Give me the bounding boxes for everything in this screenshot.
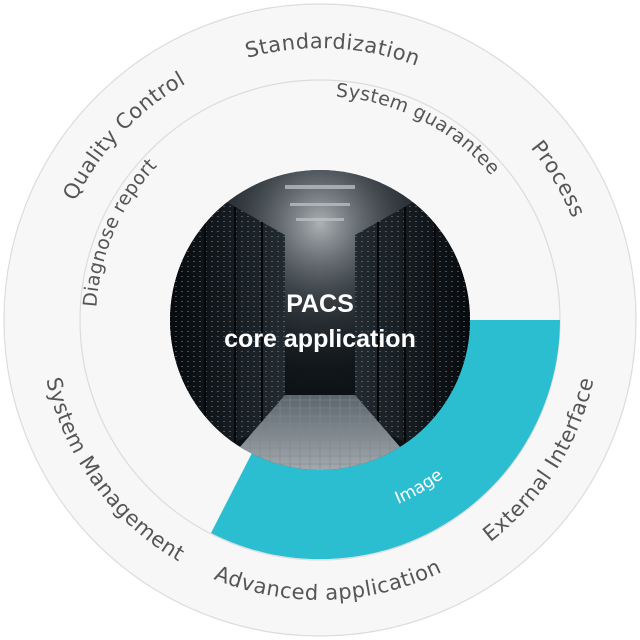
center-title-line2: core application [224, 325, 416, 353]
center-photo [170, 170, 470, 470]
center-title-line1: PACS [286, 290, 354, 318]
image-segment-highlight [211, 320, 560, 560]
